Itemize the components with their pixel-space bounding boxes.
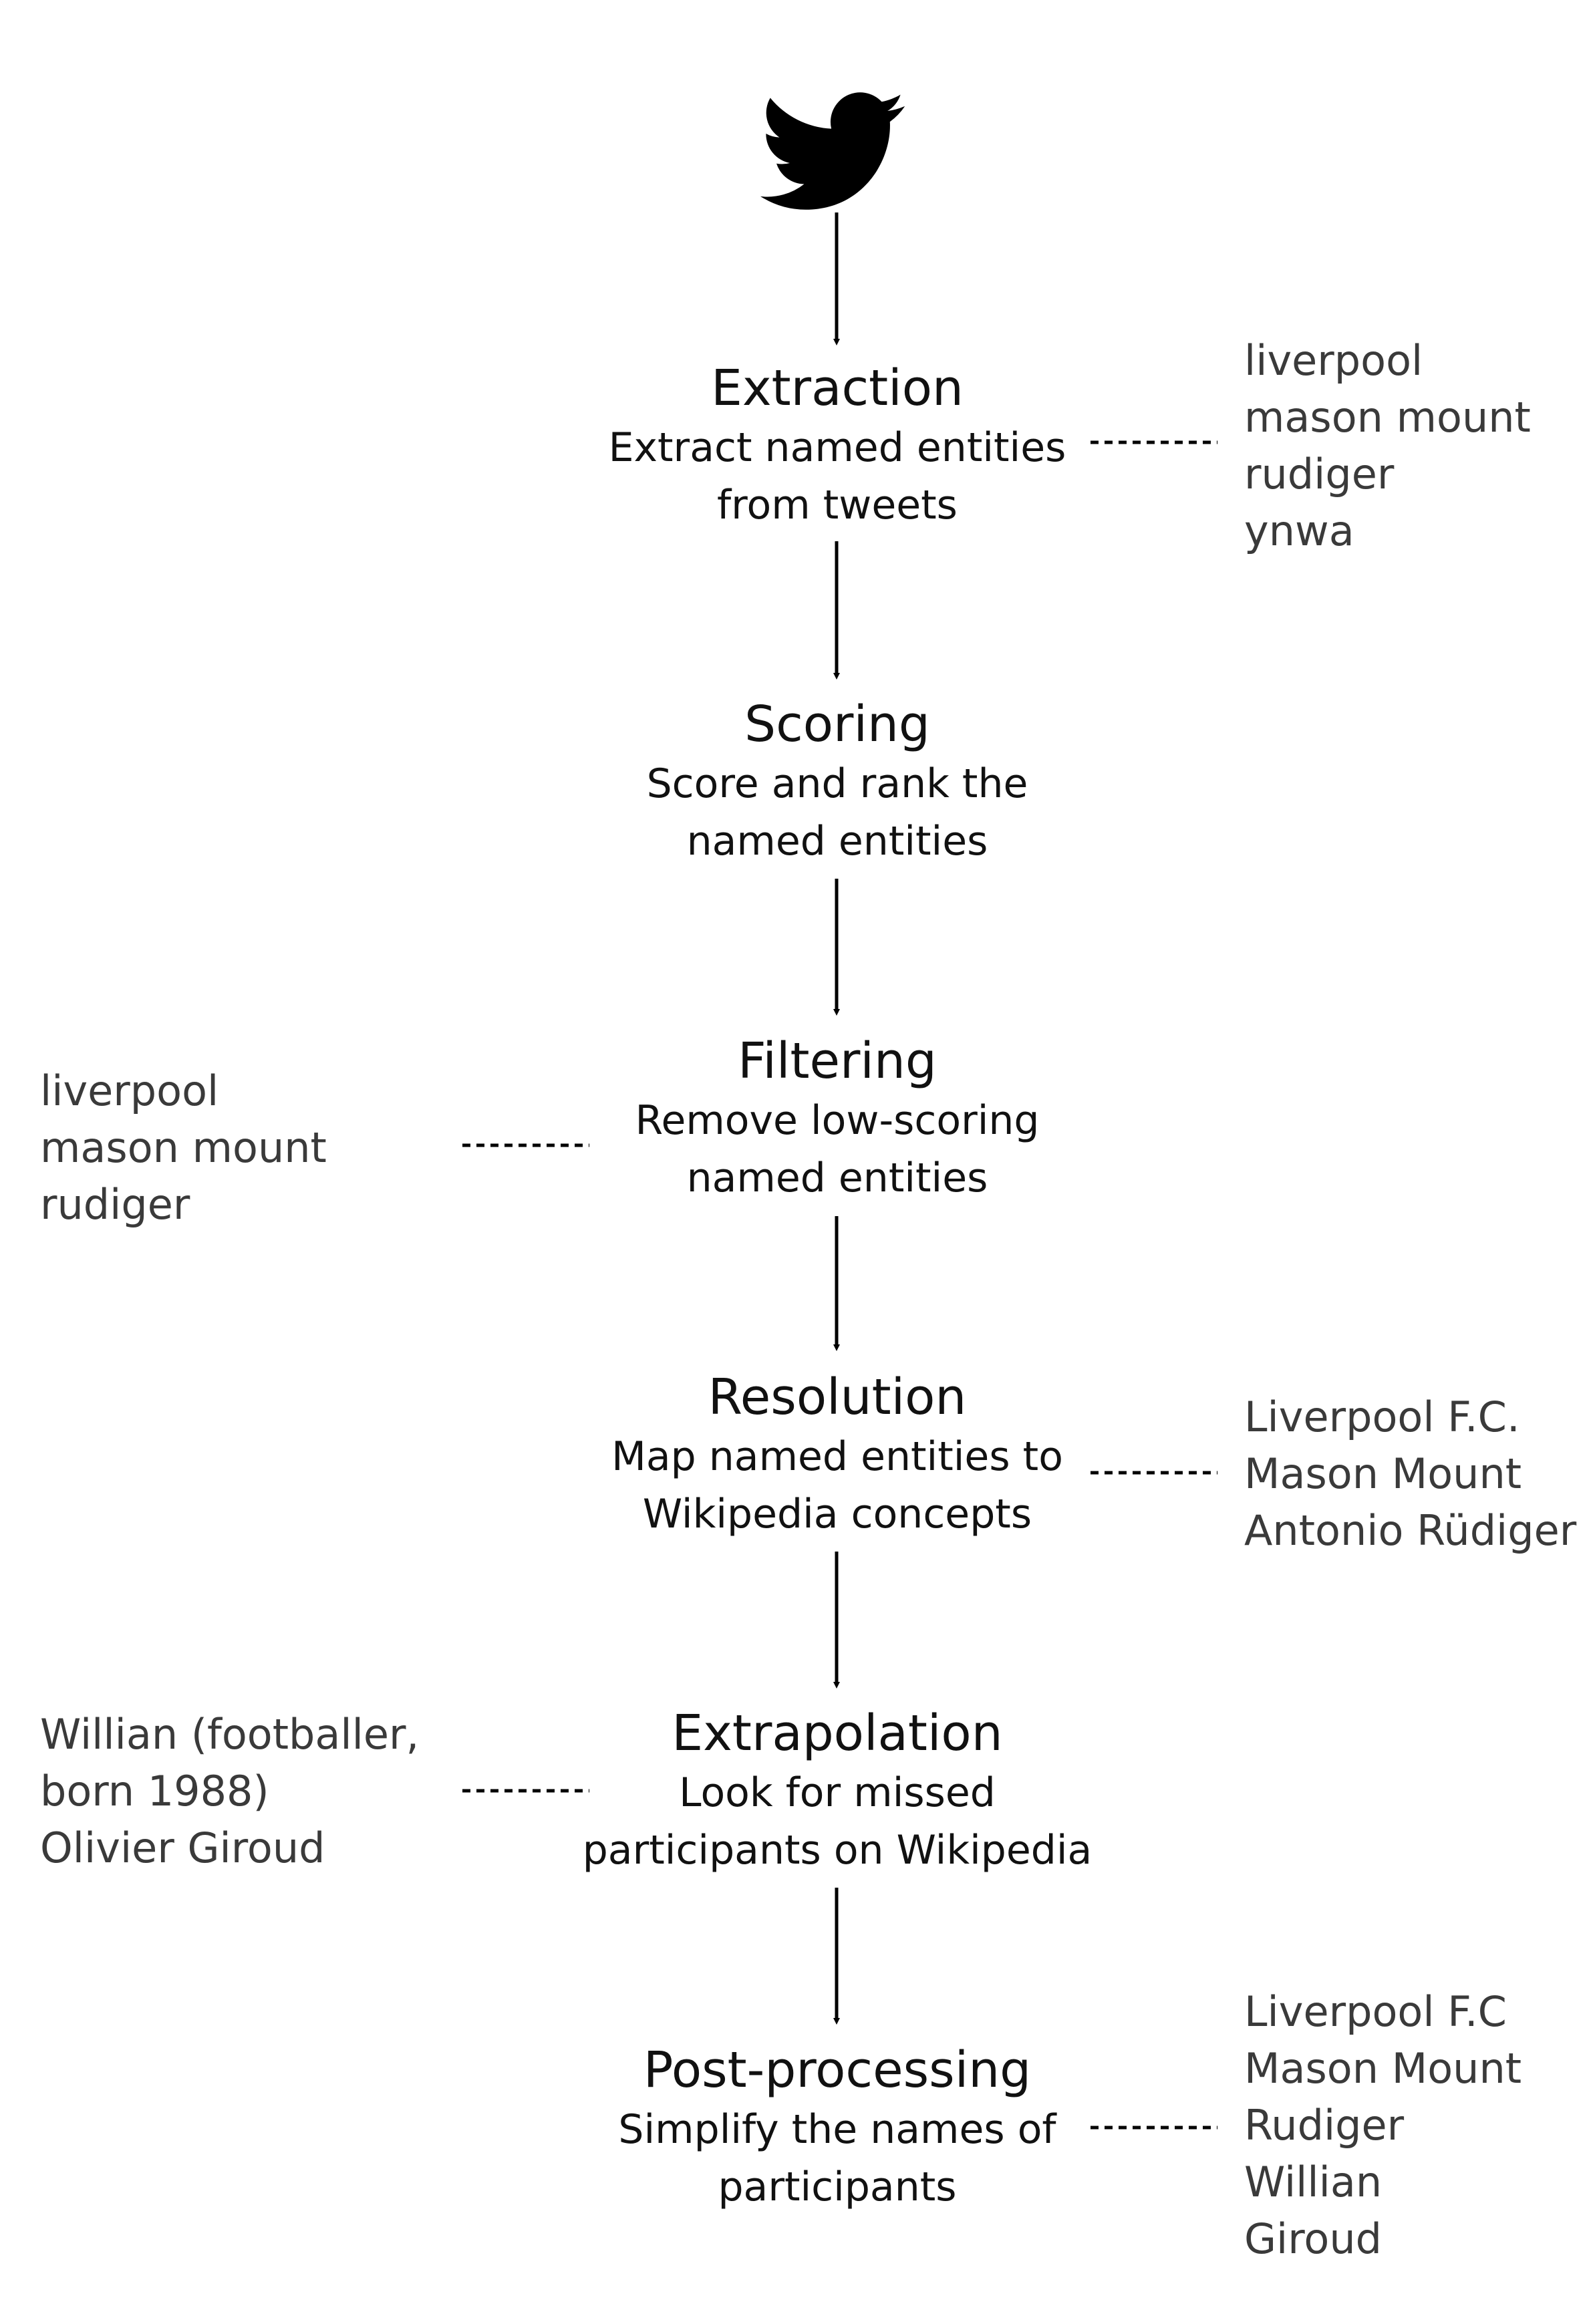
post-processing-examples: Liverpool F.C Mason Mount Rudiger Willia…: [1244, 1983, 1521, 2267]
example-entity: Willian (footballer,: [40, 1710, 420, 1759]
example-entity: Liverpool F.C.: [1244, 1393, 1520, 1441]
example-entity: Mason Mount: [1244, 2044, 1522, 2093]
stage-extraction: Extraction Extract named entities from t…: [563, 357, 1111, 534]
example-entity: rudiger: [40, 1180, 190, 1229]
example-entity: Liverpool F.C: [1244, 1987, 1507, 2036]
example-entity: Antonio Rüdiger: [1244, 1506, 1577, 1555]
stage-description: Extract named entities from tweets: [608, 424, 1066, 529]
example-entity: Mason Mount: [1244, 1449, 1522, 1498]
stage-filtering: Filtering Remove low-scoring named entit…: [563, 1030, 1111, 1207]
stage-description: Score and rank the named entities: [646, 760, 1028, 865]
stage-description: Simplify the names of participants: [618, 2106, 1056, 2210]
example-entity: liverpool: [1244, 336, 1423, 385]
stage-scoring: Scoring Score and rank the named entitie…: [563, 694, 1111, 870]
stage-description: Look for missed participants on Wikipedi…: [582, 1769, 1093, 1874]
example-entity: Willian: [1244, 2158, 1383, 2206]
stage-title: Resolution: [708, 1368, 967, 1426]
stage-extrapolation: Extrapolation Look for missed participan…: [563, 1703, 1111, 1879]
stage-title: Post-processing: [643, 2041, 1032, 2099]
example-entity: Rudiger: [1244, 2101, 1405, 2150]
stage-description: Map named entities to Wikipedia concepts: [611, 1433, 1063, 1538]
twitter-bird-icon: [760, 92, 905, 210]
example-entity: liverpool: [40, 1066, 219, 1115]
example-entity: rudiger: [1244, 450, 1395, 498]
stage-title: Scoring: [744, 696, 930, 753]
extraction-examples: liverpool mason mount rudiger ynwa: [1244, 332, 1531, 559]
filtering-examples: liverpool mason mount rudiger: [40, 1062, 327, 1233]
extrapolation-examples: Willian (footballer, born 1988) Olivier …: [40, 1706, 419, 1876]
example-entity: Olivier Giroud: [40, 1824, 325, 1872]
stage-title: Extraction: [711, 359, 964, 417]
example-entity: Giroud: [1244, 2214, 1382, 2263]
example-entity: mason mount: [40, 1123, 327, 1172]
resolution-examples: Liverpool F.C. Mason Mount Antonio Rüdig…: [1244, 1389, 1576, 1559]
stage-title: Filtering: [738, 1032, 937, 1090]
stage-resolution: Resolution Map named entities to Wikiped…: [563, 1366, 1111, 1543]
example-entity: ynwa: [1244, 506, 1354, 555]
example-entity: mason mount: [1244, 393, 1531, 442]
stage-title: Extrapolation: [672, 1705, 1003, 1762]
stage-post-processing: Post-processing Simplify the names of pa…: [563, 2039, 1111, 2216]
stage-description: Remove low-scoring named entities: [635, 1097, 1040, 1201]
example-entity: born 1988): [40, 1767, 269, 1815]
